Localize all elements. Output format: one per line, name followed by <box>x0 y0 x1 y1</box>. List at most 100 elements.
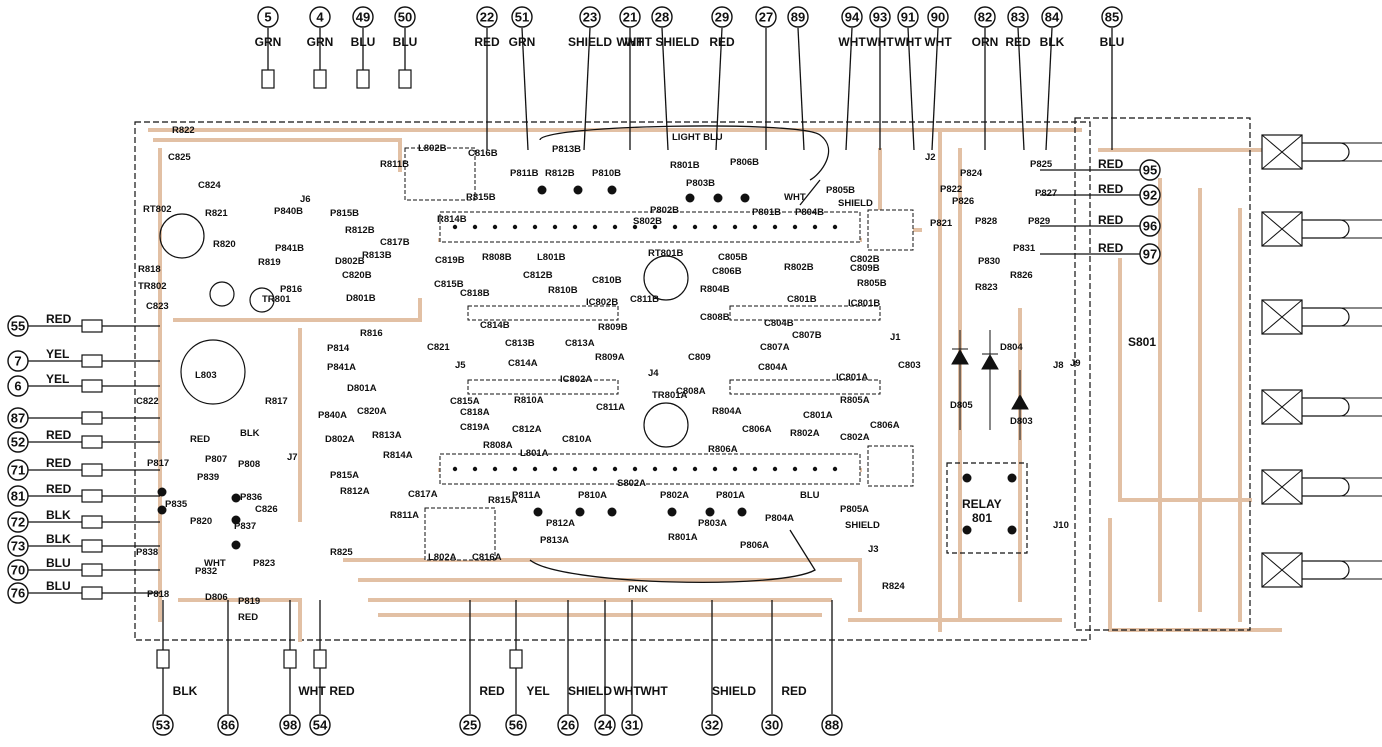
pin <box>472 466 478 472</box>
right-wire-color: RED <box>1098 182 1124 196</box>
component-label: P806A <box>740 540 769 551</box>
s801-lug <box>1302 477 1350 497</box>
component-label: R806A <box>708 444 738 455</box>
s801-lug <box>1302 219 1350 239</box>
component-label: R815A <box>488 495 518 506</box>
component-label: R801A <box>668 532 698 543</box>
top-callout-91-ring <box>897 6 919 28</box>
left-callout-71-number: 71 <box>11 463 25 478</box>
component-label: BLU <box>800 490 820 501</box>
pin <box>752 224 758 230</box>
top-lead <box>797 27 805 151</box>
component-label: P818 <box>147 589 169 600</box>
pin <box>492 466 498 472</box>
component-label: R823 <box>975 282 998 293</box>
top-wire-color: BLK <box>1040 35 1065 49</box>
bottom-wire-color: YEL <box>526 684 549 698</box>
right-callout-95-number: 95 <box>1143 163 1157 178</box>
top-lead <box>521 27 529 151</box>
top-lead <box>583 27 591 151</box>
component-label: P838 <box>136 547 158 558</box>
tr801a-trimmer <box>643 402 689 448</box>
solder-pad <box>573 185 583 195</box>
component-label: J10 <box>1053 520 1069 531</box>
component-label: C823 <box>146 301 169 312</box>
component-label: R820 <box>213 239 236 250</box>
component-label: J6 <box>300 194 311 205</box>
bottom-callout-56-number: 56 <box>509 718 523 733</box>
board-outline <box>134 121 1091 641</box>
top-callout-29-ring <box>711 6 733 28</box>
component-label: C803 <box>898 360 921 371</box>
left-connector <box>81 354 103 368</box>
solder-pad <box>667 507 677 517</box>
right-callout-97-number: 97 <box>1143 247 1157 262</box>
component-label: P817 <box>147 458 169 469</box>
component-label: C808A <box>676 386 706 397</box>
pin <box>452 224 458 230</box>
component-label: P830 <box>978 256 1000 267</box>
pin <box>712 466 718 472</box>
left-connector <box>81 379 103 393</box>
s801-terminal-x <box>1261 134 1303 170</box>
top-callout-4-ring <box>309 6 331 28</box>
component-label: P840B <box>274 206 303 217</box>
component-label: R804B <box>700 284 730 295</box>
top-callout-89-ring <box>787 6 809 28</box>
l802a-coil <box>424 507 496 561</box>
right-wire-color: RED <box>1098 241 1124 255</box>
bottom-wire-color: WHT <box>640 684 668 698</box>
component-label: C817B <box>380 237 410 248</box>
bottom-wire-color: RED <box>329 684 355 698</box>
bottom-connector <box>509 649 523 669</box>
ic802a <box>467 379 619 395</box>
solder-pad <box>607 507 617 517</box>
left-connector <box>81 435 103 449</box>
solder-pad <box>962 525 972 535</box>
component-label: C813B <box>505 338 535 349</box>
solder-pad <box>607 185 617 195</box>
component-label: P836 <box>240 492 262 503</box>
component-label: S802B <box>633 216 662 227</box>
top-callout-94-ring <box>841 6 863 28</box>
component-label: P811A <box>512 490 541 501</box>
component-label: RT802 <box>143 204 172 215</box>
top-callout-27-number: 27 <box>759 10 773 25</box>
pin <box>832 466 838 472</box>
bottom-callout-98-number: 98 <box>283 718 297 733</box>
component-label: R801B <box>670 160 700 171</box>
component-label: R816 <box>360 328 383 339</box>
pin <box>452 466 458 472</box>
component-label: C813A <box>565 338 595 349</box>
component-label: C811B <box>630 294 659 305</box>
component-label: P841B <box>275 243 304 254</box>
solder-pad <box>1007 525 1017 535</box>
left-connector <box>81 489 103 503</box>
component-label: C820A <box>357 406 387 417</box>
component-label: C810B <box>592 275 622 286</box>
component-label: P815A <box>330 470 359 481</box>
pin <box>812 466 818 472</box>
bottom-callout-98-ring <box>279 714 301 736</box>
component-label: C804B <box>764 318 794 329</box>
tr802-transistor <box>209 281 235 307</box>
component-label: R814A <box>383 450 413 461</box>
component-label: IC801B <box>848 298 880 309</box>
component-label: LIGHT BLU <box>672 132 723 143</box>
pin <box>572 224 578 230</box>
left-wire-color: RED <box>46 312 72 326</box>
component-label: P810B <box>592 168 621 179</box>
bottom-callout-54-number: 54 <box>313 718 328 733</box>
left-connector <box>81 539 103 553</box>
s801-terminal-x <box>1261 552 1303 588</box>
component-label: J4 <box>648 368 659 379</box>
pin <box>592 224 598 230</box>
bottom-connector <box>156 649 170 669</box>
component-label: R810B <box>548 285 578 296</box>
top-lead <box>1045 27 1053 151</box>
pin <box>552 466 558 472</box>
component-label: R821 <box>205 208 228 219</box>
pin <box>512 224 518 230</box>
bottom-callout-24-number: 24 <box>598 718 613 733</box>
